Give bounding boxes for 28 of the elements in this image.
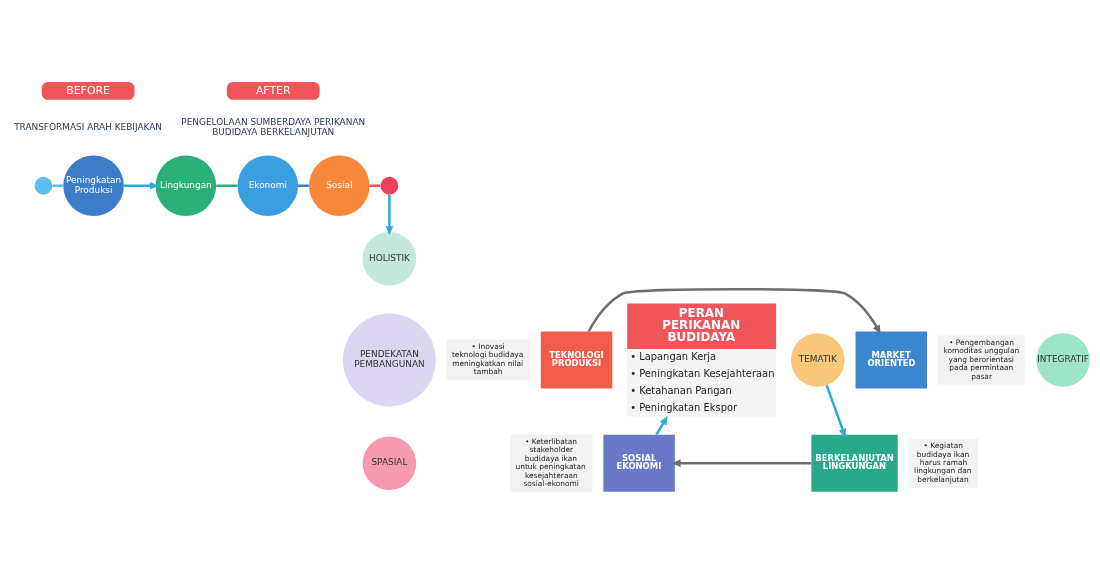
label: TRANSFORMASI ARAH KEBIJAKAN: [14, 121, 163, 132]
node-circle: SPASIAL: [362, 436, 417, 491]
node-box: BEFORE: [41, 82, 135, 100]
node-box: BERKELANJUTAN LINGKUNGAN: [811, 434, 898, 492]
arrow: [825, 384, 847, 438]
node-box: MARKET ORIENTED: [855, 331, 927, 389]
arrow: [123, 181, 159, 190]
connector: [216, 184, 238, 187]
connector: [52, 184, 64, 187]
node-box: SOSIAL EKONOMI: [603, 434, 675, 492]
node-circle: INTEGRATIF: [1036, 333, 1090, 387]
node-circle: Ekonomi: [237, 155, 299, 216]
node-circle: [380, 176, 399, 195]
connector: [369, 184, 381, 187]
node-circle: HOLISTIK: [362, 231, 417, 286]
node-circle: Sosial: [309, 155, 370, 216]
node-circle: Peningkatan Produksi: [63, 155, 124, 216]
connector: [298, 184, 309, 187]
arrow: [385, 194, 394, 235]
node-box: AFTER: [226, 82, 320, 100]
label: PENGELOLAAN SUMBERDAYA PERIKANAN BUDIDAYA BERKELANJUTAN: [181, 116, 366, 137]
node-box: TEKNOLOGI PRODUKSI: [540, 331, 613, 389]
node-circle: TEMATIK: [791, 333, 845, 387]
node-circle: PENDEKATAN PEMBANGUNAN: [343, 313, 436, 407]
node-circle: Lingkungan: [155, 155, 217, 216]
arrow: [671, 459, 812, 468]
arrow: [587, 287, 881, 335]
node-circle: [34, 176, 53, 195]
